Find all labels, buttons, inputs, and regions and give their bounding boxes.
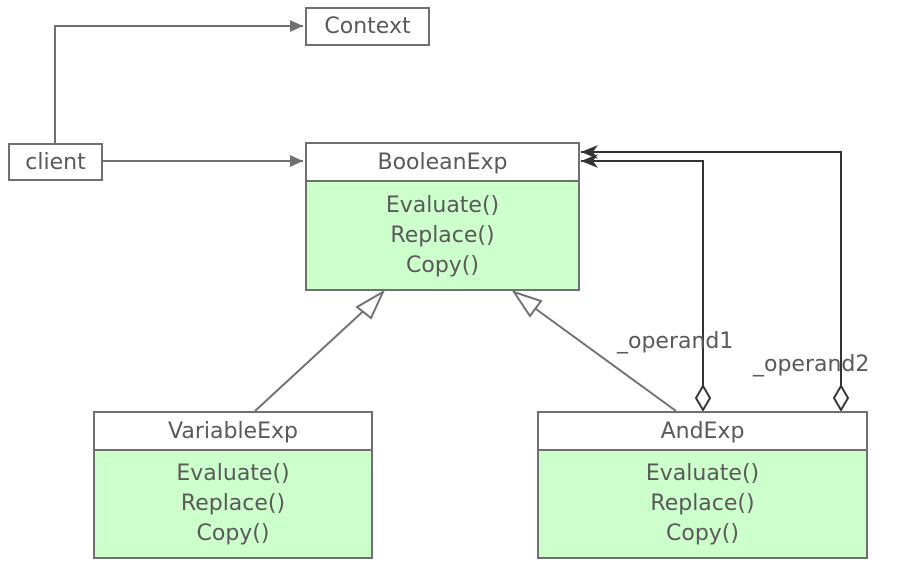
client-label: client [25,149,86,175]
context-label: Context [324,14,411,39]
operand2-aggregation-edge [581,145,842,388]
booleanexp-title: BooleanExp [307,144,578,182]
variableexp-method-replace: Replace() [180,491,286,516]
booleanexp-methods: Evaluate() Replace() Copy() [307,182,578,289]
variableexp-title: VariableExp [95,413,371,451]
client-to-context-edge [54,20,303,143]
andexp-inheritance-triangle [511,290,543,318]
andexp-inheritance-edge [528,303,677,412]
booleanexp-method-replace: Replace() [390,222,495,248]
andexp-method-evaluate: Evaluate() [645,461,760,486]
operand1-diamond [694,384,712,412]
andexp-method-replace: Replace() [650,491,755,516]
variableexp-class[interactable]: VariableExp Evaluate() Replace() Copy() [93,411,373,559]
operand2-diamond [832,384,850,412]
operand1-label: _operand1 [617,329,734,354]
andexp-method-copy: Copy() [666,521,739,546]
andexp-class[interactable]: AndExp Evaluate() Replace() Copy() [537,411,868,559]
operand2-label: _operand2 [753,352,870,377]
client-box[interactable]: client [8,143,103,181]
operand1-aggregation-edge [581,154,704,388]
variableexp-method-evaluate: Evaluate() [176,461,290,486]
booleanexp-method-copy: Copy() [406,252,479,278]
andexp-title: AndExp [539,413,866,451]
variableexp-inheritance-triangle [355,289,386,320]
booleanexp-method-evaluate: Evaluate() [385,192,500,218]
andexp-methods: Evaluate() Replace() Copy() [539,451,866,557]
booleanexp-class[interactable]: BooleanExp Evaluate() Replace() Copy() [305,142,580,291]
variableexp-method-copy: Copy() [196,521,270,546]
variableexp-methods: Evaluate() Replace() Copy() [95,451,371,557]
variableexp-inheritance-edge [254,303,372,412]
context-box[interactable]: Context [305,7,430,46]
